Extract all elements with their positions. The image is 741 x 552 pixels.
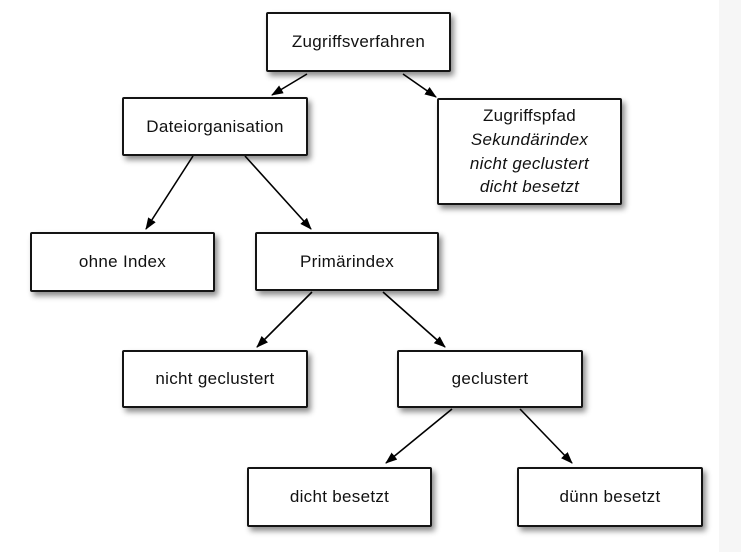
node-label: Primärindex xyxy=(300,251,394,271)
node-primaerindex: Primärindex xyxy=(255,232,439,291)
node-label: ohne Index xyxy=(78,252,167,272)
node-dicht-besetzt: dicht besetzt xyxy=(247,467,432,527)
edge-geclustert-duenn-besetzt xyxy=(519,408,573,464)
edge-primaerindex-geclustert xyxy=(382,291,446,348)
edge-geclustert-dicht-besetzt xyxy=(385,408,453,464)
node-label: Zugriffsverfahren xyxy=(291,32,426,52)
edge-dateiorganisation-primaerindex xyxy=(244,155,312,230)
edge-zugriffsverfahren-dateiorganisation xyxy=(271,73,308,96)
node-duenn-besetzt: dünn besetzt xyxy=(517,467,703,527)
node-zugriffsverfahren: Zugriffsverfahren xyxy=(266,12,451,72)
node-label-line-2: Sekundärindex xyxy=(470,129,589,149)
node-zugriffspfad: Zugriffspfad Sekundärindex nicht geclust… xyxy=(437,98,622,205)
edge-zugriffsverfahren-zugriffspfad xyxy=(402,73,437,98)
node-label: geclustert xyxy=(451,369,529,389)
edge-dateiorganisation-ohne-index xyxy=(145,155,194,230)
edge-primaerindex-nicht-geclustert xyxy=(256,291,313,348)
node-nicht-geclustert: nicht geclustert xyxy=(122,350,308,408)
node-label: Dateiorganisation xyxy=(146,116,284,136)
node-label: nicht geclustert xyxy=(155,369,275,389)
node-label-line-3: nicht geclustert xyxy=(469,153,590,173)
node-geclustert: geclustert xyxy=(397,350,583,408)
node-dateiorganisation: Dateiorganisation xyxy=(122,97,308,156)
node-ohne-index: ohne Index xyxy=(30,232,215,292)
node-label-line-1: Zugriffspfad xyxy=(482,105,577,125)
node-label: dünn besetzt xyxy=(559,487,661,507)
node-label-line-4: dicht besetzt xyxy=(479,177,580,197)
right-margin-strip xyxy=(719,0,741,552)
node-label: dicht besetzt xyxy=(289,487,390,507)
